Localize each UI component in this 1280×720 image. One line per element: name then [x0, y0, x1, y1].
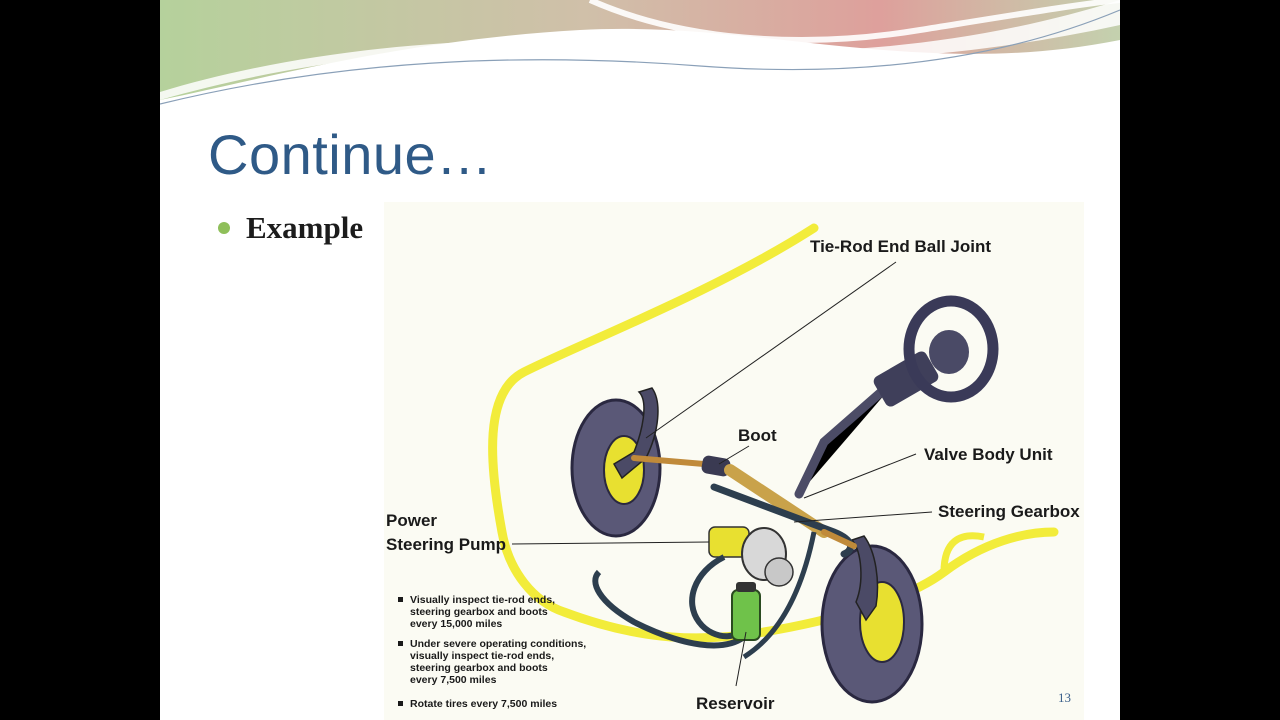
label-boot: Boot	[738, 426, 777, 445]
bullet-text: Example	[246, 210, 364, 245]
maintenance-note: Rotate tires every 7,500 miles	[392, 698, 622, 710]
left-tie-rod	[631, 455, 707, 467]
label-reservoir: Reservoir	[696, 694, 775, 713]
bullet-dot-icon	[218, 222, 230, 234]
leader-gearbox	[793, 511, 933, 523]
note-line: Visually inspect tie-rod ends,	[410, 594, 556, 606]
maintenance-note: Under severe operating conditions, visua…	[392, 638, 622, 686]
note-line: steering gearbox and boots	[410, 662, 548, 674]
leader-reservoir	[735, 631, 747, 687]
power-steering-diagram: Tie-Rod End Ball Joint Boot Valve Body U…	[384, 202, 1084, 720]
note-line: Rotate tires every 7,500 miles	[410, 698, 558, 710]
bullet-item: Example	[218, 210, 363, 246]
leader-pump	[511, 541, 710, 545]
note-line: every 7,500 miles	[410, 674, 497, 686]
reservoir-cap	[736, 582, 756, 592]
pump-pulley-2	[764, 557, 794, 587]
steering-boot	[701, 455, 731, 477]
slide-page-number: 13	[1058, 690, 1071, 705]
steering-wheel-hub	[929, 330, 969, 374]
return-hose	[592, 569, 746, 649]
car-fender-outline	[940, 532, 985, 573]
slide-title: Continue…	[208, 123, 493, 186]
note-line: every 15,000 miles	[410, 618, 503, 630]
maintenance-note: Visually inspect tie-rod ends, steering …	[392, 594, 622, 630]
return-hose-2	[742, 531, 817, 660]
car-body-outline	[488, 223, 1059, 643]
header-swoosh-decoration	[160, 0, 1120, 105]
label-valve-body: Valve Body Unit	[924, 445, 1053, 464]
right-tie-rod	[821, 529, 857, 549]
steering-column	[794, 367, 909, 499]
label-tie-rod-end: Tie-Rod End Ball Joint	[810, 237, 992, 256]
note-line: Under severe operating conditions,	[410, 638, 587, 650]
leader-boot	[718, 445, 750, 465]
slide: Continue… Example	[160, 0, 1120, 720]
leader-tie-rod	[645, 261, 897, 439]
note-line: visually inspect tie-rod ends,	[410, 650, 555, 662]
label-pump-line-1: Power	[386, 511, 438, 530]
label-power-steering-pump: Power Steering Pump	[386, 509, 506, 557]
note-line: steering gearbox and boots	[410, 606, 548, 618]
steering-system-illustration	[488, 223, 1059, 704]
label-steering-gearbox: Steering Gearbox	[938, 502, 1080, 521]
steering-wheel	[903, 295, 999, 403]
right-knuckle	[850, 535, 879, 622]
maintenance-notes: Visually inspect tie-rod ends, steering …	[392, 594, 622, 718]
left-knuckle	[612, 387, 659, 480]
label-pump-line-2: Steering Pump	[386, 535, 506, 554]
leader-valve	[803, 453, 917, 499]
column-housing	[873, 351, 939, 407]
